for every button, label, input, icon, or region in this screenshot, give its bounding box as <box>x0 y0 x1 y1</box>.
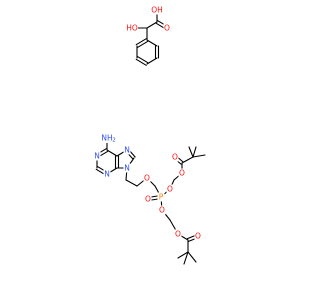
atom-label-oa-background <box>178 168 186 178</box>
atom-label-n1-background <box>93 151 101 161</box>
atom-label-n3: N <box>104 170 110 179</box>
atom-label-pp-background <box>157 192 165 202</box>
atom-label-nh2-subscript: 2 <box>112 138 116 144</box>
atom-label-oe-background <box>143 173 151 183</box>
atom-label-oa: O <box>179 169 185 178</box>
bond-ca-cc <box>146 21 158 29</box>
atom-label-op: O <box>145 195 151 204</box>
atom-label-oc: O <box>164 24 170 33</box>
atom-label-n1: N <box>94 152 100 161</box>
bond-cq2-m2b <box>187 251 197 263</box>
bond-c5-c6 <box>106 149 118 157</box>
atom-label-nh2-background <box>101 133 116 143</box>
atom-label-n9-background <box>123 163 131 173</box>
bond-cq2-m2c <box>183 251 189 265</box>
atom-label-ho-background <box>126 23 138 33</box>
atom-label-op-background <box>144 194 152 204</box>
atom-label-nh2: NH <box>101 134 112 143</box>
atom-label-ob2: O <box>195 232 201 241</box>
atom-label-oh: OH <box>151 6 163 15</box>
bond-r3-r4-line-1 <box>137 40 149 48</box>
atom-label-n9: N <box>124 164 130 173</box>
atom-label-o1: O <box>167 185 173 194</box>
atom-label-pp: P <box>159 193 164 202</box>
atom-label-ob2-background <box>194 231 202 241</box>
bond-ca1-cq1 <box>181 156 194 164</box>
atom-label-ho: HO <box>126 24 138 33</box>
atom-label-n7-background <box>123 145 131 155</box>
bond-cq1-m1b <box>192 146 197 158</box>
bond-r3-r4-line-2 <box>135 38 147 46</box>
bond-r1-r2-line-1 <box>137 56 149 64</box>
atom-label-n3-background <box>103 169 111 179</box>
atom-label-oc-background <box>163 23 171 33</box>
atom-label-o1-background <box>166 184 174 194</box>
bond-r4-r5 <box>146 39 158 47</box>
bond-cq1-m1c <box>188 146 194 158</box>
atom-label-o2-background <box>158 205 166 215</box>
atom-label-ob-background <box>171 152 179 162</box>
atom-label-o3-background <box>174 229 182 239</box>
atom-label-o3: O <box>175 230 181 239</box>
bond-e1-e2 <box>125 179 138 187</box>
atom-label-n7: N <box>124 146 130 155</box>
atom-label-o2: O <box>159 206 165 215</box>
atom-label-oe: O <box>144 174 150 183</box>
atom-label-ob: O <box>172 153 178 162</box>
bond-cq2-m2a <box>177 251 189 259</box>
bond-cq1-m1a <box>192 154 206 158</box>
bond-r1-r2-line-2 <box>135 58 147 66</box>
atom-label-oh-background <box>151 5 163 15</box>
bond-r6-r1 <box>146 57 158 65</box>
